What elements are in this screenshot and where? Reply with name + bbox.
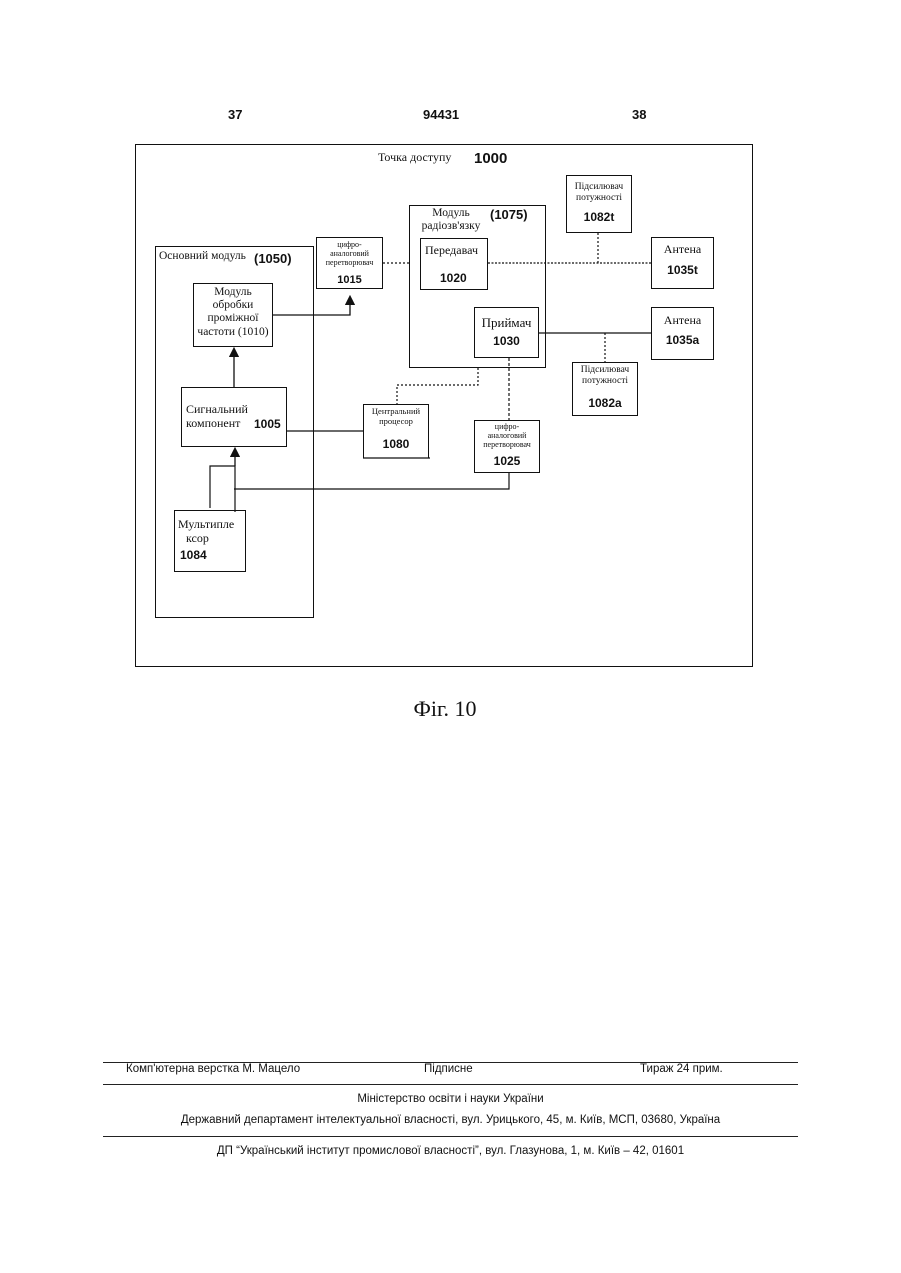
power-amp-top-line-2: потужності [566,193,632,204]
adc-1025-number: 1025 [474,455,540,469]
adc-1025-line-3: перетворювач [474,440,540,449]
footer-layout-credit: Комп'ютерна верстка М. Мацело [126,1063,300,1075]
multiplexer-label: Мультипле ксор [178,518,234,546]
multiplexer-line-2: ксор [178,532,234,546]
cpu-line-2: процесор [363,417,429,427]
transmitter-label: Передавач [425,244,478,258]
antenna-top-number: 1035t [651,264,714,278]
signal-component-label: Сигнальний компонент [186,403,248,431]
footer-circulation: Тираж 24 прим. [640,1063,723,1075]
signal-component-line-2: компонент [186,417,248,431]
footer-department: Державний департамент інтелектуальної вл… [103,1114,798,1126]
adc-1025-label: цифро- аналоговий перетворювач [474,422,540,450]
cpu-number: 1080 [363,438,429,452]
radio-module-line-1: Модуль [416,207,486,220]
antenna-bottom-number: 1035a [651,334,714,348]
power-amp-top-number: 1082t [566,211,632,225]
footer-rule-bottom [103,1136,798,1137]
power-amp-bottom-line-2: потужності [572,376,638,387]
footer-ministry: Міністерство освіти і науки України [103,1093,798,1105]
power-amp-bottom-label: Підсилювач потужності [572,365,638,387]
main-module-title: Основний модуль [159,250,246,263]
dac-1015-label: цифро- аналоговий перетворювач [316,240,383,268]
footer-institute: ДП “Український інститут промислової вла… [103,1145,798,1157]
power-amp-top-label: Підсилювач потужності [566,182,632,204]
antenna-top-label: Антена [651,243,714,257]
main-module-number: (1050) [254,252,292,267]
footer-signed: Підписне [424,1063,473,1075]
if-module-line-3: проміжної [193,312,273,325]
radio-module-line-2: радіозв'язку [416,220,486,233]
antenna-bottom-label: Антена [651,314,714,328]
if-module-label: Модуль обробки проміжної частоти (1010) [193,286,273,339]
access-point-title: Точка доступу [378,151,451,165]
adc-1025-line-1: цифро- [474,422,540,431]
access-point-number: 1000 [474,150,507,167]
power-amp-bottom-number: 1082a [572,397,638,411]
dac-1015-line-2: аналоговий [316,249,383,258]
radio-module-number: (1075) [490,208,528,223]
signal-component-number: 1005 [254,418,281,432]
adc-1025-line-2: аналоговий [474,431,540,440]
receiver-number: 1030 [474,335,539,349]
if-module-line-1: Модуль [193,286,273,299]
radio-module-label: Модуль радіозв'язку [416,207,486,233]
if-module-line-4: частоти (1010) [193,326,273,339]
multiplexer-line-1: Мультипле [178,518,234,532]
figure-caption: Фіг. 10 [390,696,500,722]
dac-1015-line-3: перетворювач [316,258,383,267]
cpu-label: Центральний процесор [363,407,429,427]
dac-1015-line-1: цифро- [316,240,383,249]
multiplexer-number: 1084 [180,549,207,563]
footer-rule-middle [103,1084,798,1085]
dac-1015-number: 1015 [316,274,383,287]
power-amp-top-line-1: Підсилювач [566,182,632,193]
if-module-line-2: обробки [193,299,273,312]
signal-component-line-1: Сигнальний [186,403,248,417]
receiver-label: Приймач [474,316,539,331]
transmitter-number: 1020 [440,272,467,286]
power-amp-bottom-line-1: Підсилювач [572,365,638,376]
